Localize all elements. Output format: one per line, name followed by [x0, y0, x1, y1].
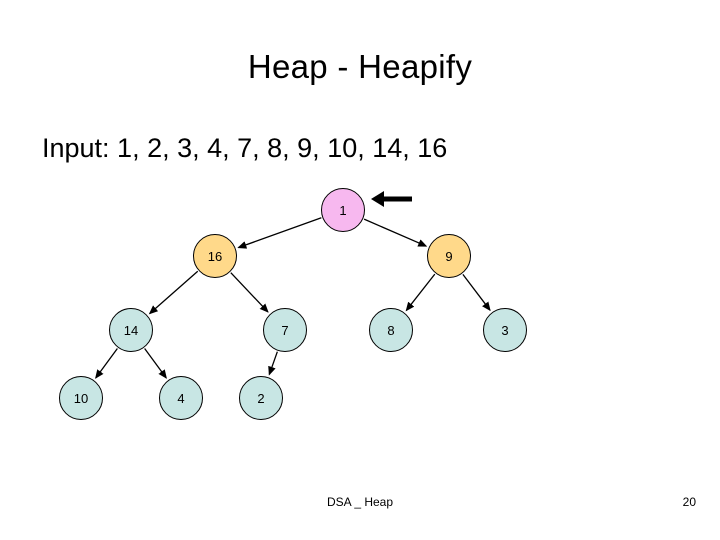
tree-edge	[148, 270, 199, 315]
tree-edge	[268, 351, 278, 376]
tree-node-label: 3	[501, 322, 509, 338]
tree-node-14: 14	[109, 308, 153, 352]
tree-node-4: 4	[159, 376, 203, 420]
heapify-pointer-arrow-head	[371, 191, 384, 207]
tree-node-7: 7	[263, 308, 307, 352]
tree-node-3: 3	[483, 308, 527, 352]
tree-edge	[95, 348, 118, 379]
tree-node-1: 1	[321, 188, 365, 232]
tree-node-2: 2	[239, 376, 283, 420]
tree-edge	[363, 218, 428, 247]
page-title: Heap - Heapify	[247, 48, 473, 85]
tree-edge	[237, 217, 322, 249]
tree-node-8: 8	[369, 308, 413, 352]
tree-node-label: 1	[339, 202, 347, 218]
tree-node-label: 2	[257, 390, 265, 406]
tree-node-16: 16	[193, 234, 237, 278]
tree-node-label: 14	[123, 322, 139, 338]
tree-node-10: 10	[59, 376, 103, 420]
tree-node-label: 7	[281, 322, 289, 338]
input-list-text: Input: 1, 2, 3, 4, 7, 8, 9, 10, 14, 16	[42, 133, 448, 163]
tree-node-label: 16	[207, 248, 223, 264]
tree-node-label: 8	[387, 322, 395, 338]
tree-edge	[144, 348, 167, 379]
tree-node-label: 10	[73, 390, 89, 406]
page-number: 20	[682, 495, 696, 509]
tree-edge	[462, 273, 491, 312]
tree-edge	[230, 272, 269, 313]
footer-label: DSA _ Heap	[326, 495, 394, 509]
tree-node-label: 9	[445, 248, 453, 264]
tree-node-label: 4	[177, 390, 185, 406]
tree-node-9: 9	[427, 234, 471, 278]
tree-edge	[405, 273, 436, 312]
